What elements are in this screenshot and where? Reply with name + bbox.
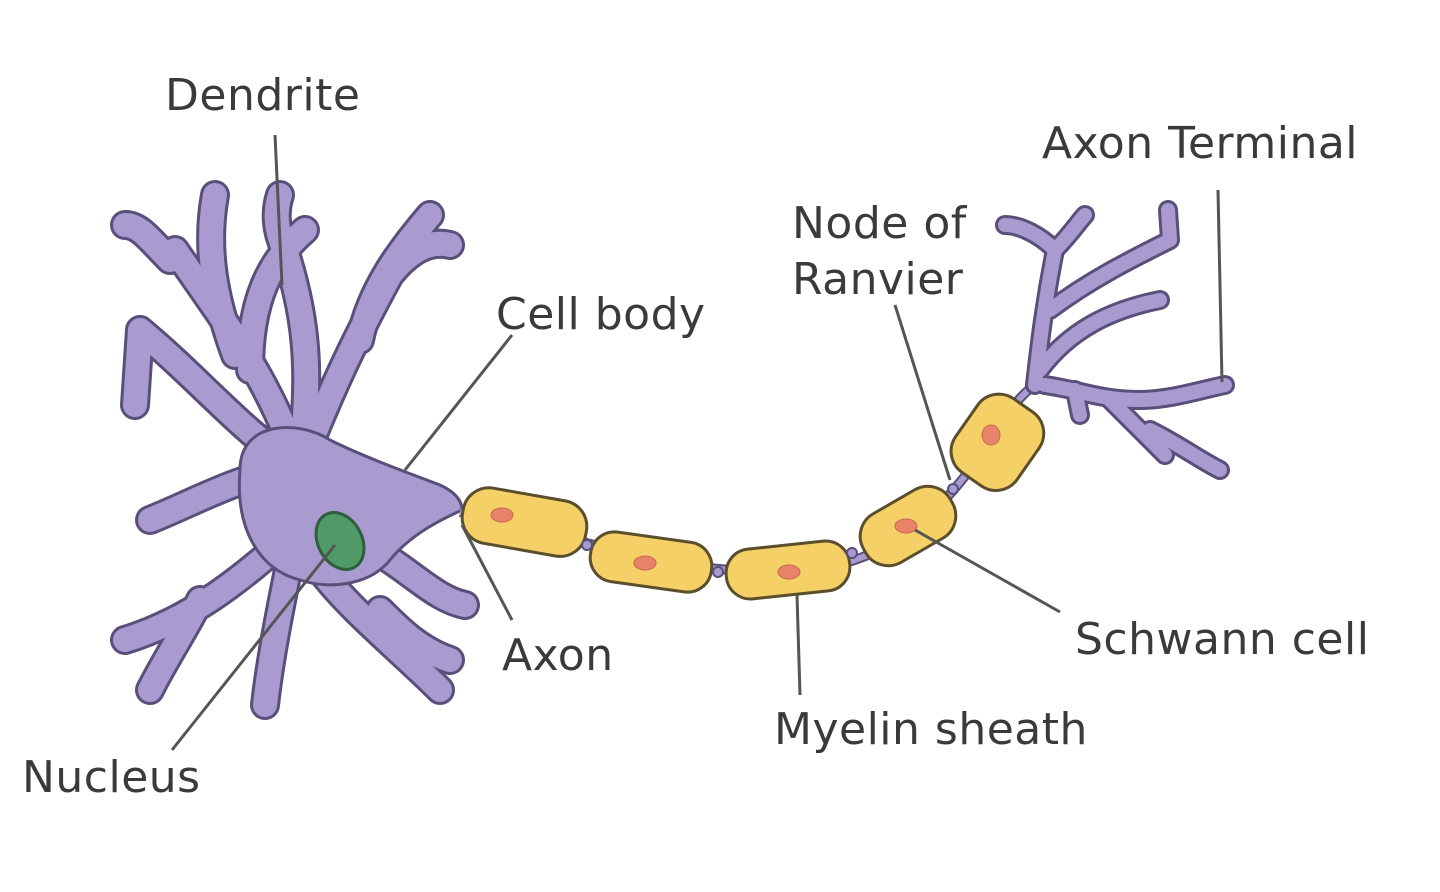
dendrites	[110, 180, 480, 720]
schwann-nucleus	[894, 518, 918, 534]
node-of-ranvier	[846, 547, 858, 559]
label-nucleus: Nucleus	[22, 752, 201, 803]
node-of-ranvier	[712, 566, 724, 578]
axon-terminal-branches	[995, 200, 1235, 480]
nucleus-leader	[170, 544, 337, 751]
schwann-nucleus	[777, 564, 801, 580]
cell-body-leader	[403, 334, 514, 471]
node-of-ranvier-leader	[893, 304, 952, 481]
nodes-of-ranvier	[581, 483, 959, 578]
label-myelin-sheath: Myelin sheath	[774, 704, 1088, 755]
axon-terminal-leader	[1216, 189, 1224, 383]
label-schwann-cell: Schwann cell	[1075, 614, 1370, 665]
schwann-cell-leader	[914, 528, 1061, 614]
label-node-of-ranvier-line2: Ranvier	[792, 254, 964, 305]
myelin-segments	[460, 392, 1046, 601]
schwann-nucleus	[490, 507, 514, 523]
label-axon-terminal: Axon Terminal	[1042, 118, 1359, 169]
leader-lines	[170, 134, 1224, 751]
label-axon: Axon	[502, 630, 614, 681]
label-cell-body: Cell body	[496, 289, 706, 340]
label-dendrite: Dendrite	[165, 70, 361, 121]
node-of-ranvier	[581, 539, 593, 551]
myelin-sheath-leader	[795, 594, 802, 696]
schwann-nucleus	[981, 424, 1001, 446]
myelin-segment	[460, 486, 589, 558]
axon-leader	[460, 524, 514, 621]
dendrite-leader	[273, 134, 284, 286]
label-node-of-ranvier-line1: Node of	[792, 198, 967, 249]
schwann-nucleus	[633, 555, 657, 571]
node-of-ranvier	[947, 483, 959, 495]
